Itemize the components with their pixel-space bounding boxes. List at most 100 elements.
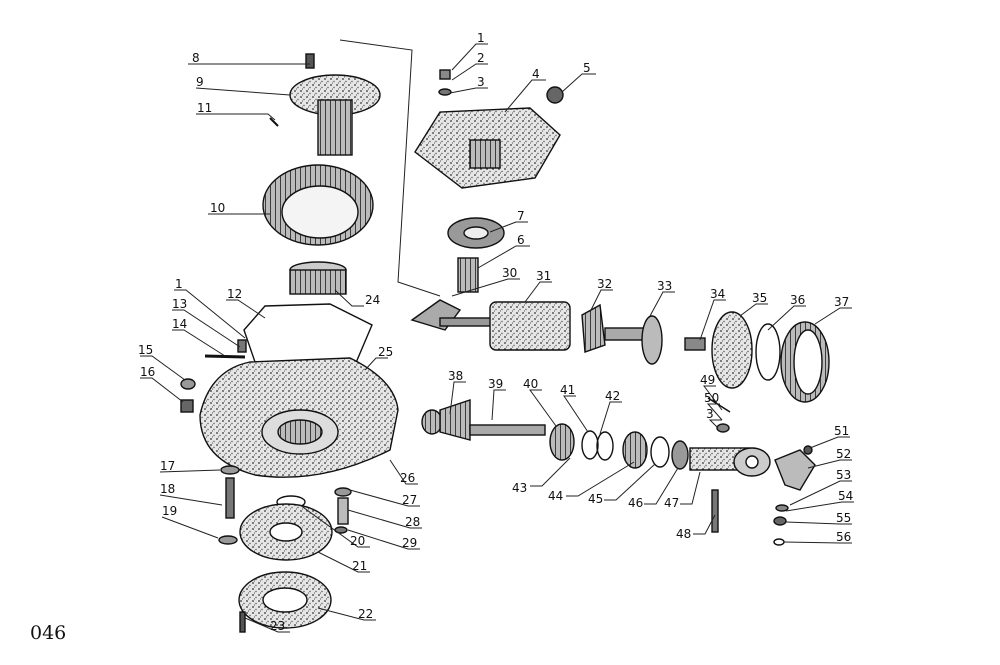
part-12-gasket [243,303,373,366]
callout-20: 20 [350,534,365,548]
part-39-pinion-shaft [439,399,546,441]
part-1-2-3-nut-washer [438,69,452,96]
callout-48: 48 [676,527,691,541]
callout-28: 28 [405,515,420,529]
callout-11: 11 [197,101,212,115]
part-51-53-56-small-parts [773,445,813,546]
part-11-pin [269,117,279,127]
part-8-bolt [305,53,315,69]
part-46-spacer [671,440,689,470]
callout-52: 52 [836,447,851,461]
part-22-end-flange [238,571,332,629]
callout-31: 31 [536,269,551,283]
callout-43: 43 [512,481,527,495]
callout-34: 34 [710,287,725,301]
callout-22: 22 [358,607,373,621]
callout-3-lower: 3 [706,407,714,421]
callout-36: 36 [790,293,805,307]
callout-7: 7 [517,209,525,223]
callout-23: 23 [270,619,285,633]
part-38-pinion [421,409,443,435]
part-23-bolt [239,611,246,633]
part-7-ball-bearing [447,217,505,249]
callout-53: 53 [836,468,851,482]
part-49-50-3-bolt-washer [707,397,731,433]
callout-33: 33 [657,279,672,293]
callout-24: 24 [365,293,380,307]
callout-13: 13 [172,297,187,311]
part-15-washer [180,378,196,390]
callout-26: 26 [400,471,415,485]
callout-5: 5 [583,61,591,75]
callout-12: 12 [227,287,242,301]
callout-40: 40 [523,377,538,391]
callout-27: 27 [402,493,417,507]
callout-1-lower: 1 [175,277,183,291]
callout-8: 8 [192,51,200,65]
part-17-washer [220,465,240,475]
callout-25: 25 [378,345,393,359]
leader-lines [140,43,854,633]
part-47-axle-arm [689,447,771,477]
callout-37: 37 [834,295,849,309]
assembly-bracket-line [339,39,441,297]
callout-46: 46 [628,496,643,510]
part-13-14-bolt-pin [204,339,247,359]
callout-42: 42 [605,389,620,403]
callout-56: 56 [836,530,851,544]
callout-30: 30 [502,266,517,280]
part-9-flange-bearing-cage [289,74,381,156]
callout-51: 51 [834,424,849,438]
part-48-pin [711,489,719,533]
callout-2: 2 [477,51,485,65]
part-21-seal-disc [239,503,333,561]
callout-6: 6 [517,233,525,247]
callout-55: 55 [836,511,851,525]
callout-10: 10 [210,201,225,215]
part-16-nut [180,399,194,413]
callout-3: 3 [477,75,485,89]
part-24-differential-bearing [289,261,347,295]
callout-49: 49 [700,373,715,387]
part-33-flange [604,315,663,365]
part-27-28-29-sleeve [334,487,352,534]
part-5-cap [546,86,564,104]
part-52-cross-joint [774,449,816,491]
callout-16: 16 [140,365,155,379]
callout-44: 44 [548,489,563,503]
part-32-gear [581,303,606,353]
part-18-drain-plug [225,477,235,519]
callout-labels: 1 2 3 4 5 6 7 8 9 10 11 1 12 13 14 15 16… [138,31,853,633]
callout-29: 29 [402,536,417,550]
callout-35: 35 [752,291,767,305]
part-35-clutch-pack [711,311,753,389]
callout-54: 54 [838,489,853,503]
part-6-roller-bearing [457,257,479,293]
callout-14: 14 [172,317,187,331]
callout-18: 18 [160,482,175,496]
callout-41: 41 [560,383,575,397]
callout-15: 15 [138,343,153,357]
callout-4: 4 [532,67,540,81]
part-40-bearing [549,423,575,461]
callout-32: 32 [597,277,612,291]
callout-39: 39 [488,377,503,391]
part-25-26-axle-housing [199,357,399,478]
part-37-ring-gear [780,321,830,403]
part-34-bushing [684,337,706,351]
callout-19: 19 [162,504,177,518]
part-31-input-shaft [439,301,571,351]
part-10-crown-wheel [262,164,374,246]
callout-17: 17 [160,459,175,473]
callout-47: 47 [664,496,679,510]
callout-21: 21 [352,559,367,573]
part-19-washer [218,535,238,545]
part-36-snap-ring [755,323,781,381]
part-44-45-bearing-assembly [622,431,670,469]
callout-1: 1 [477,31,485,45]
part-41-42-rings [581,430,614,461]
callout-9: 9 [196,75,204,89]
callout-50: 50 [704,391,719,405]
part-4-cover-plate [414,107,561,189]
